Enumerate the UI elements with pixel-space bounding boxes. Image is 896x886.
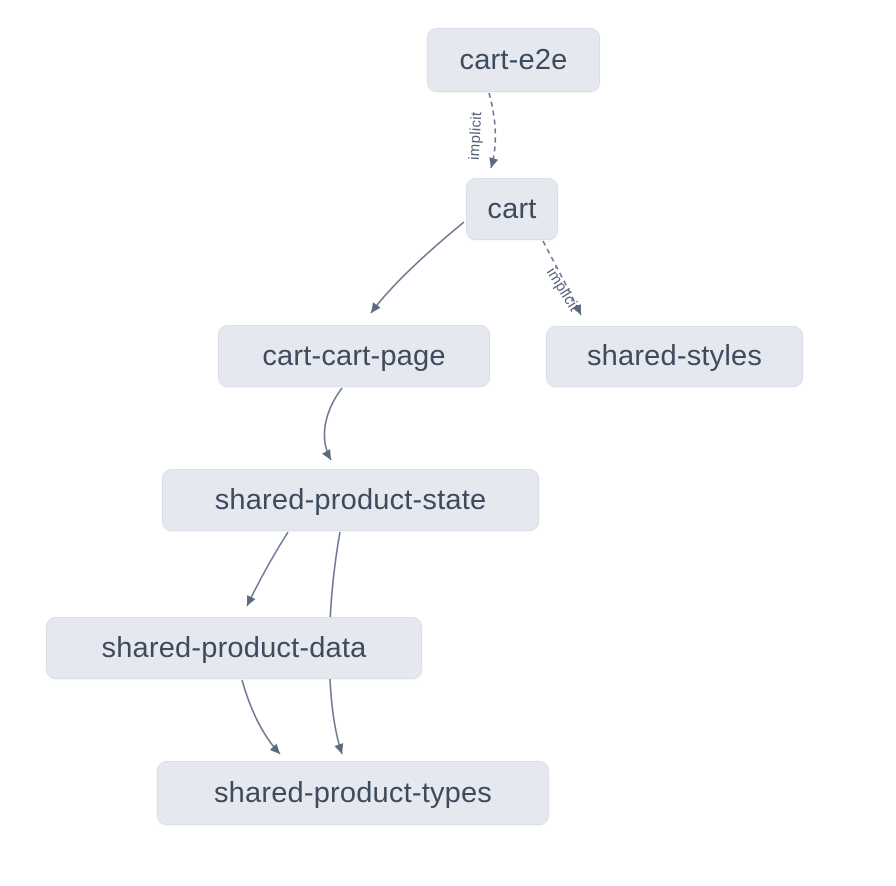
edge-cart-cart-page-to-shared-product-state[interactable]: [322, 387, 343, 461]
node-shared-product-data[interactable]: shared-product-data: [46, 617, 422, 679]
edge-shared-product-data-to-shared-product-types[interactable]: [241, 679, 281, 755]
node-cart[interactable]: cart: [466, 178, 558, 240]
node-shared-styles[interactable]: shared-styles: [546, 326, 803, 387]
node-label: shared-product-data: [101, 631, 367, 664]
node-cart-cart-page[interactable]: cart-cart-page: [218, 325, 490, 387]
edge-label-implicit-cart-e2e: implicit: [466, 111, 486, 161]
node-label: cart-e2e: [459, 43, 568, 76]
edge-cart-to-cart-cart-page[interactable]: [370, 221, 465, 314]
edge-cart-e2e-to-cart[interactable]: [488, 92, 499, 169]
edge-label-implicit-shared-styles: implicit: [543, 265, 583, 315]
node-label: shared-product-state: [214, 483, 487, 516]
node-label: shared-styles: [586, 340, 763, 372]
node-shared-product-types[interactable]: shared-product-types: [157, 761, 549, 825]
node-label: shared-product-types: [213, 776, 493, 809]
edge-shared-product-state-to-shared-product-data[interactable]: [246, 531, 289, 607]
edge-cart-to-shared-styles[interactable]: [542, 240, 582, 316]
node-cart-e2e[interactable]: cart-e2e: [427, 28, 600, 92]
node-label: cart-cart-page: [262, 339, 446, 372]
node-shared-product-state[interactable]: shared-product-state: [162, 469, 539, 531]
node-label: cart: [487, 192, 537, 225]
